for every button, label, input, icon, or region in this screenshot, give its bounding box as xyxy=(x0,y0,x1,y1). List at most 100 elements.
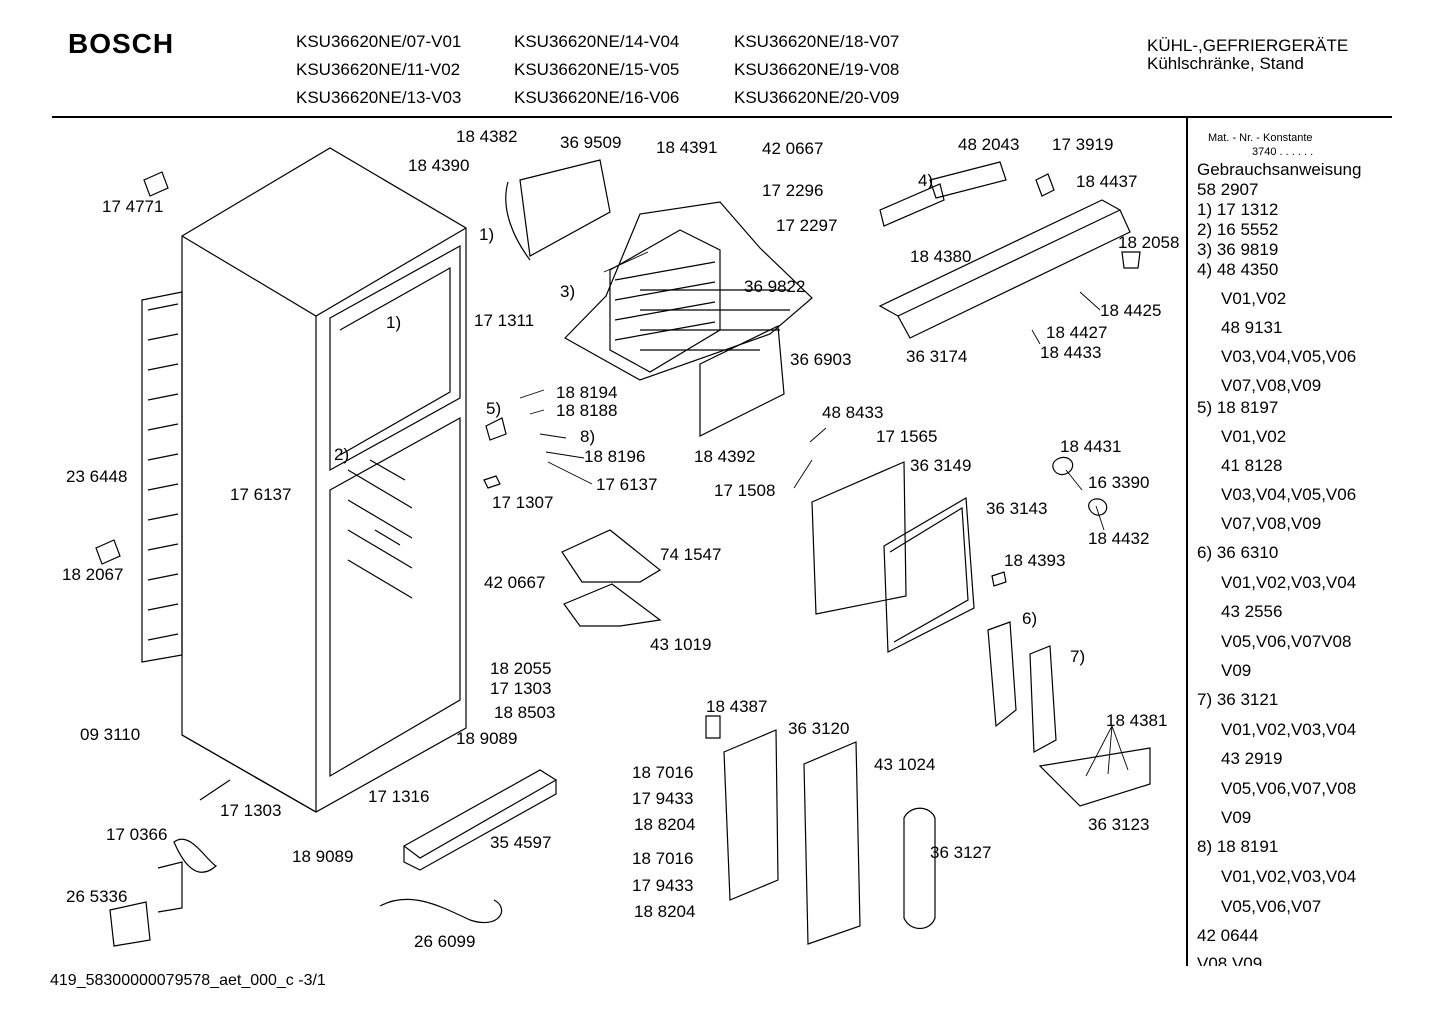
sidebar-row: V09 xyxy=(1221,661,1252,680)
model-number: KSU36620NE/20-V09 xyxy=(734,88,900,107)
sidebar-row: V01,V02 xyxy=(1221,289,1287,308)
part-label: 8) xyxy=(580,427,596,446)
fan-shroud xyxy=(561,529,662,627)
part-label: 36 3174 xyxy=(906,347,968,366)
leader-lines xyxy=(519,251,1129,777)
part-label: 17 1307 xyxy=(492,493,554,512)
part-label: 26 6099 xyxy=(414,932,476,951)
part-label: 18 8503 xyxy=(494,703,556,722)
part-label: 17 6137 xyxy=(596,475,658,494)
part-label: 36 9822 xyxy=(744,277,806,296)
sidebar-row: V07,V08,V09 xyxy=(1221,514,1322,533)
brand-logo: BOSCH xyxy=(68,28,175,59)
part-label: 17 1565 xyxy=(876,427,938,446)
part-label: 18 4437 xyxy=(1076,172,1138,191)
back-panel xyxy=(699,325,785,437)
header-divider xyxy=(52,116,1392,118)
part-label: 48 8433 xyxy=(822,403,884,422)
part-label: 36 9509 xyxy=(560,133,622,152)
part-label: 18 7016 xyxy=(632,849,694,868)
condenser-coil xyxy=(141,291,183,663)
sidebar-row: 6) 36 6310 xyxy=(1197,543,1279,562)
inner-panels xyxy=(811,461,975,653)
part-label: 1) xyxy=(479,225,495,244)
part-label: 17 4771 xyxy=(102,197,164,216)
sidebar-row: V05,V06,V07,V08 xyxy=(1221,779,1357,798)
part-label: 7) xyxy=(1070,647,1086,666)
part-label: 17 9433 xyxy=(632,789,694,808)
sidebar-row: 48 9131 xyxy=(1221,318,1283,337)
part-label: 17 0366 xyxy=(106,825,168,844)
sidebar-row: V03,V04,V05,V06 xyxy=(1221,485,1357,504)
sidebar-row: V08,V09 xyxy=(1197,954,1263,966)
part-label: 18 2055 xyxy=(490,659,552,678)
sidebar-divider xyxy=(1186,118,1188,966)
sidebar-row: 43 2919 xyxy=(1221,749,1283,768)
part-label: 18 4390 xyxy=(408,156,470,175)
control-panel xyxy=(878,161,1131,339)
part-label: 18 4433 xyxy=(1040,343,1102,362)
part-label: 16 3390 xyxy=(1088,473,1150,492)
part-label: 18 8196 xyxy=(584,447,646,466)
sidebar-row: V01,V02,V03,V04 xyxy=(1221,720,1357,739)
part-label: 3) xyxy=(560,282,576,301)
drawing-reference: 419_58300000079578_aet_000_c -3/1 xyxy=(50,972,326,989)
mat-value: 3740 . . . . . . xyxy=(1252,146,1314,158)
part-label: 18 4425 xyxy=(1100,301,1162,320)
part-label: 17 1303 xyxy=(220,801,282,820)
part-label: 43 1024 xyxy=(874,755,936,774)
evaporator-cover xyxy=(505,159,611,261)
part-label: 18 4393 xyxy=(1004,551,1066,570)
part-label: 17 2296 xyxy=(762,181,824,200)
part-label: 26 5336 xyxy=(66,887,128,906)
model-number: KSU36620NE/15-V05 xyxy=(514,60,680,79)
part-label: 18 9089 xyxy=(292,847,354,866)
part-label: 36 6903 xyxy=(790,350,852,369)
part-label: 36 3149 xyxy=(910,456,972,475)
part-label: 17 2297 xyxy=(776,216,838,235)
part-label: 17 3919 xyxy=(1052,135,1114,154)
sidebar-row: 42 0644 xyxy=(1197,926,1259,945)
sidebar-row: 2) 16 5552 xyxy=(1197,220,1279,239)
category-title: KÜHL-,GEFRIERGERÄTE xyxy=(1147,36,1349,55)
part-label: 17 1316 xyxy=(368,787,430,806)
sidebar-row: V01,V02 xyxy=(1221,427,1287,446)
part-label: 18 7016 xyxy=(632,763,694,782)
part-label: 36 3120 xyxy=(788,719,850,738)
sidebar-row: V05,V06,V07 xyxy=(1221,897,1322,916)
parts-sidebar: Mat. - Nr. - Konstante 3740 . . . . . . … xyxy=(1188,118,1398,966)
refrigerator-cabinet xyxy=(181,147,467,813)
model-number: KSU36620NE/19-V08 xyxy=(734,60,900,79)
part-label: 18 4432 xyxy=(1088,529,1150,548)
exploded-view-drawing xyxy=(95,147,1151,947)
part-label: 18 2058 xyxy=(1118,233,1180,252)
model-number: KSU36620NE/16-V06 xyxy=(514,88,680,107)
fan-and-motor xyxy=(109,838,218,947)
part-label: 18 4381 xyxy=(1106,711,1168,730)
sidebar-row: 7) 36 3121 xyxy=(1197,690,1279,709)
part-label: 23 6448 xyxy=(66,467,128,486)
part-label: 18 4427 xyxy=(1046,323,1108,342)
model-number: KSU36620NE/11-V02 xyxy=(296,60,461,79)
part-label: 18 4392 xyxy=(694,447,756,466)
part-label: 5) xyxy=(486,399,502,418)
part-label: 18 4382 xyxy=(456,127,518,146)
part-label: 17 1508 xyxy=(714,481,776,500)
sidebar-row: 41 8128 xyxy=(1221,456,1283,475)
sidebar-row: V01,V02,V03,V04 xyxy=(1221,573,1357,592)
sidebar-row: V01,V02,V03,V04 xyxy=(1221,867,1357,886)
part-label: 4) xyxy=(918,171,934,190)
mat-header: Mat. - Nr. - Konstante xyxy=(1208,132,1313,144)
drip-tray xyxy=(402,769,558,871)
part-label: 48 2043 xyxy=(958,135,1020,154)
sidebar-row: 1) 17 1312 xyxy=(1197,200,1279,219)
sidebar-row: 58 2907 xyxy=(1197,180,1259,199)
part-label: 18 4380 xyxy=(910,247,972,266)
part-label: 18 4391 xyxy=(656,138,718,157)
sidebar-row: V03,V04,V05,V06 xyxy=(1221,347,1357,366)
model-number: KSU36620NE/18-V07 xyxy=(734,32,900,51)
model-number: KSU36620NE/13-V03 xyxy=(296,88,462,107)
model-number: KSU36620NE/07-V01 xyxy=(296,32,462,51)
evaporator-assembly xyxy=(564,201,813,381)
sidebar-row: 4) 48 4350 xyxy=(1197,260,1279,279)
